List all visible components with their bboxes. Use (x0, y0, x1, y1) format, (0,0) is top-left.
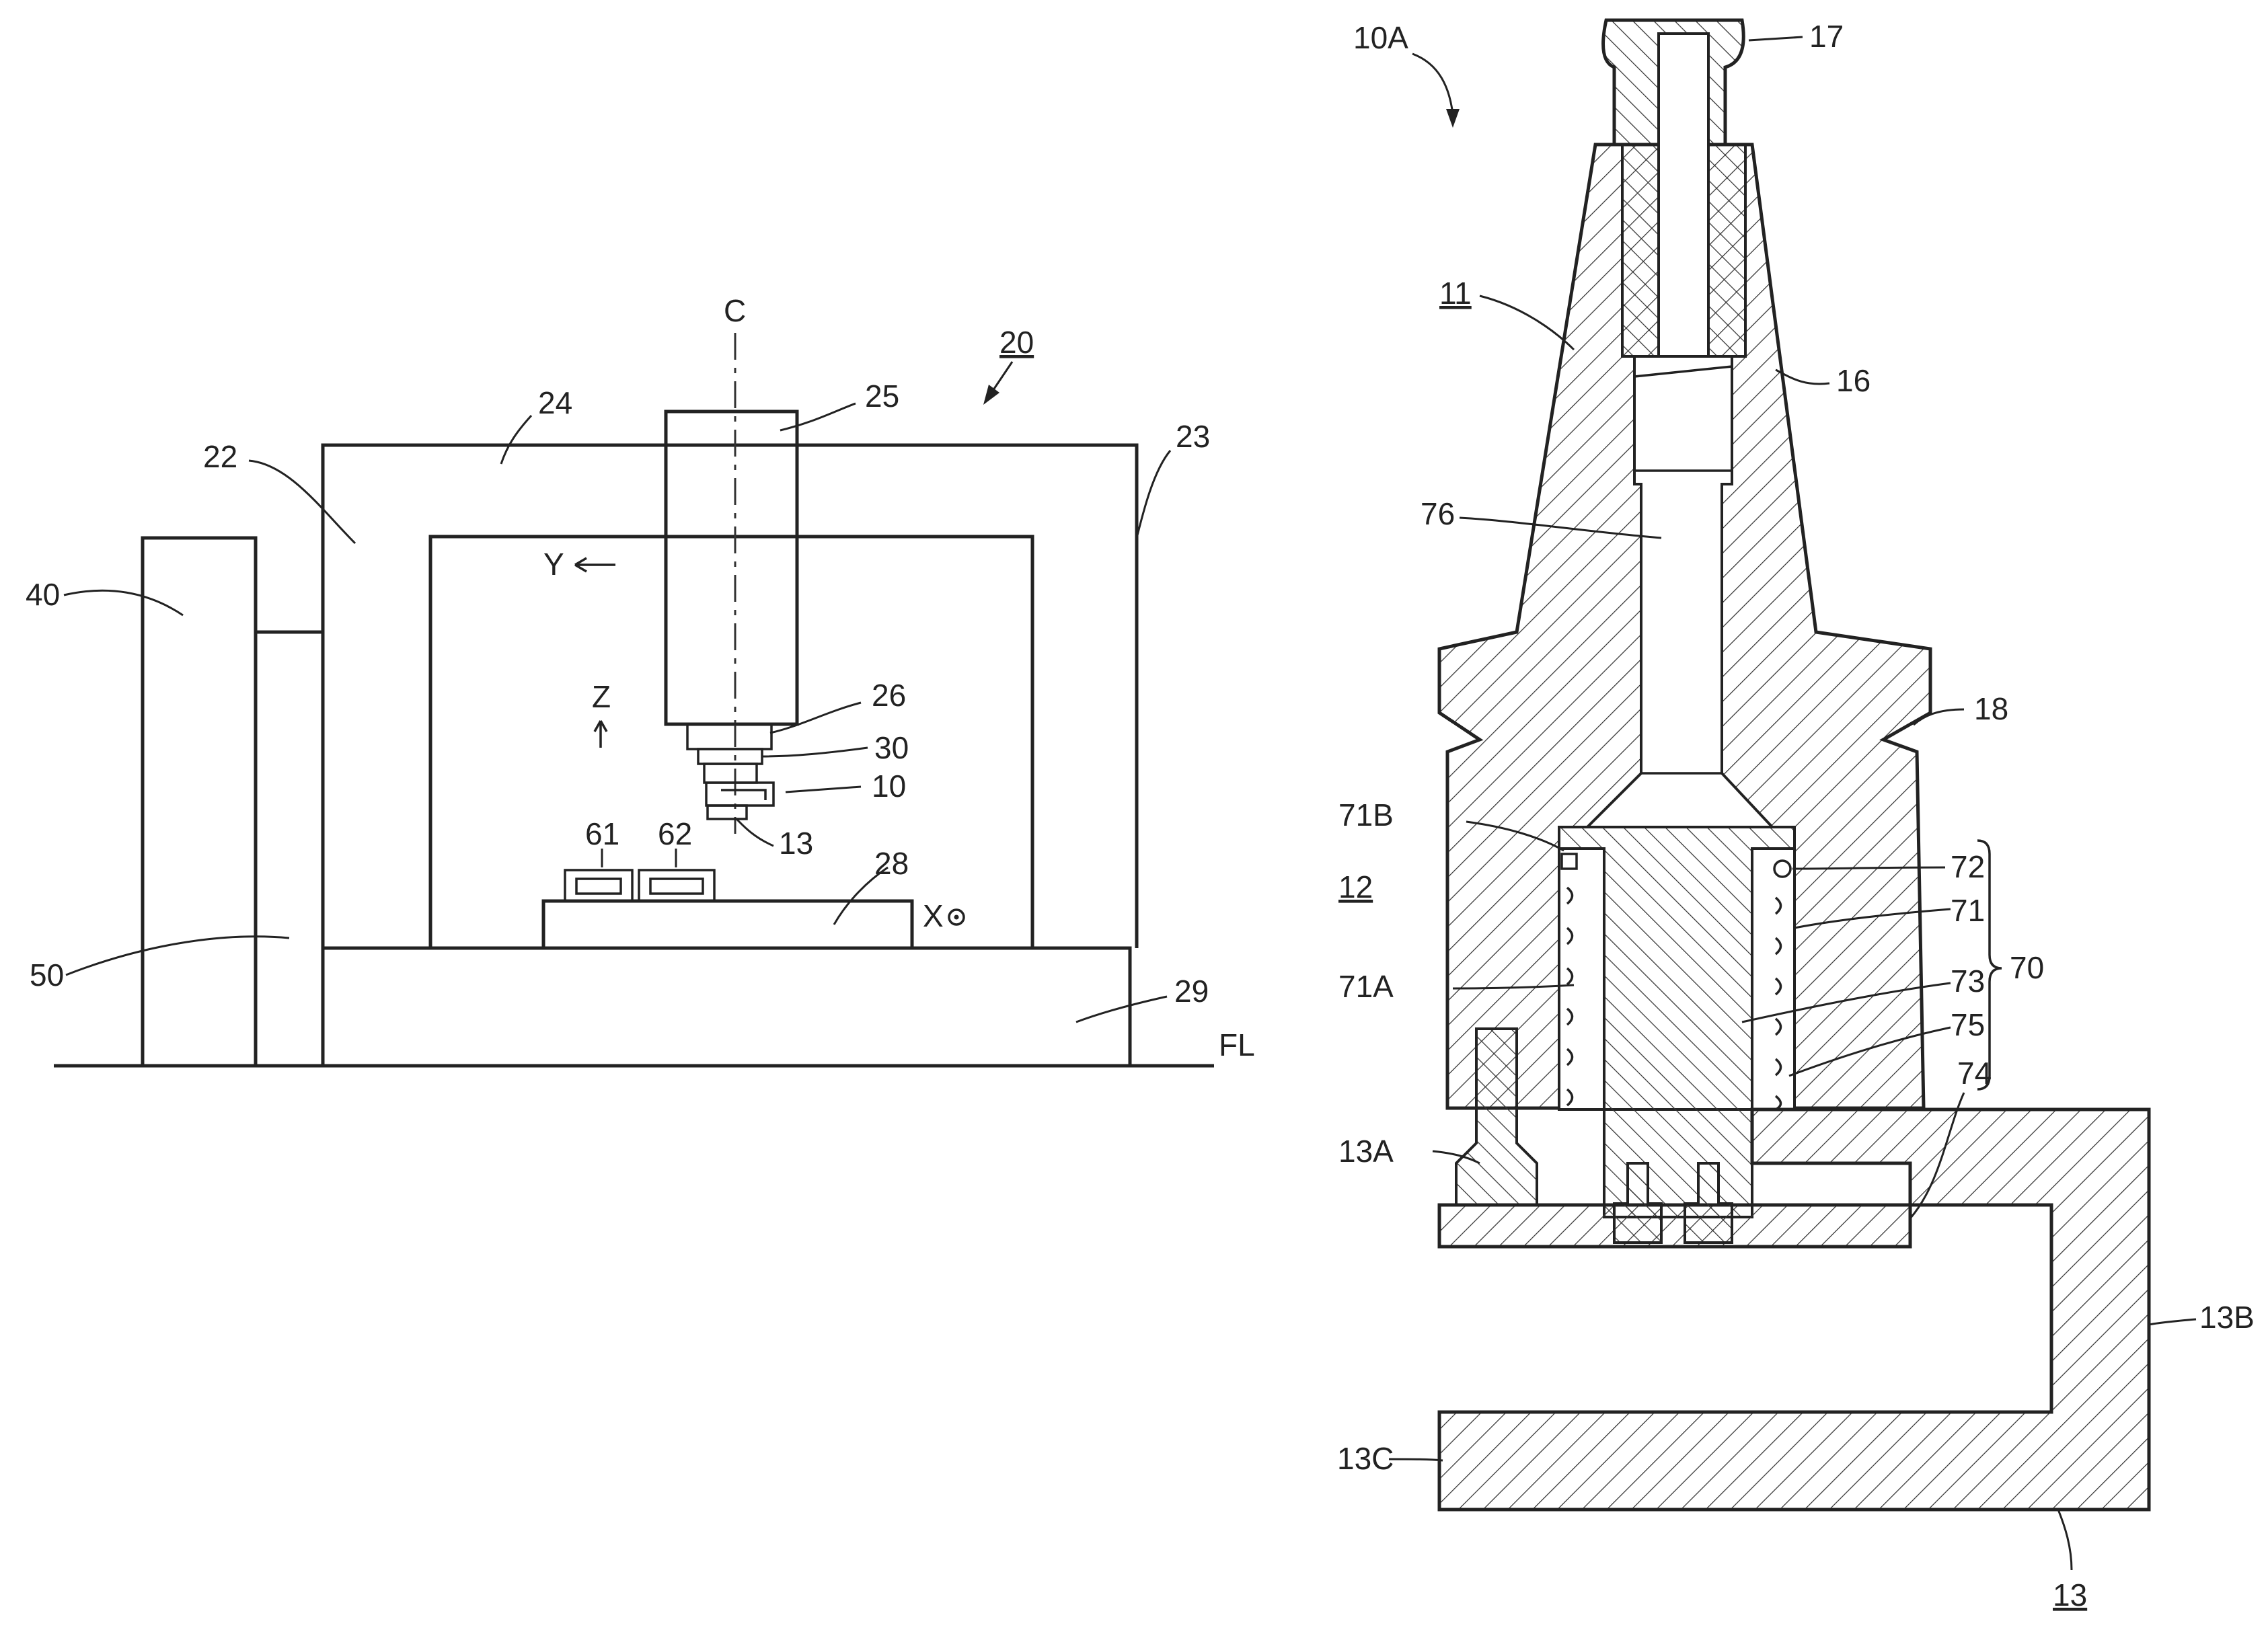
label-x: X (923, 898, 944, 933)
label-12: 12 (1338, 869, 1373, 904)
leader-23 (1137, 451, 1170, 538)
tool-62-inner (650, 879, 703, 894)
label-62: 62 (658, 816, 692, 851)
label-26: 26 (872, 678, 906, 713)
holder-30-b (704, 764, 757, 783)
tool-61 (565, 870, 632, 901)
x-axis-dot (954, 915, 959, 920)
leader-11 (1480, 296, 1574, 350)
table-28 (543, 901, 912, 948)
label-30: 30 (874, 730, 909, 765)
label-73: 73 (1951, 964, 1985, 999)
label-10: 10 (872, 769, 906, 804)
leader-25 (780, 403, 856, 430)
label-fl: FL (1219, 1027, 1255, 1062)
leader-10a (1412, 54, 1453, 114)
label-25: 25 (865, 379, 899, 414)
label-24: 24 (538, 385, 572, 420)
tool-13-small (708, 806, 747, 819)
label-50: 50 (30, 958, 64, 992)
label-75: 75 (1951, 1007, 1985, 1042)
arrow-10a (1446, 109, 1460, 128)
label-71a: 71A (1338, 969, 1394, 1004)
label-29: 29 (1174, 974, 1209, 1009)
label-22: 22 (203, 439, 237, 474)
label-71: 71 (1951, 893, 1985, 928)
label-18: 18 (1974, 691, 2008, 726)
leader-13b (2149, 1319, 2196, 1325)
label-72: 72 (1951, 849, 1985, 884)
leader-13-left (736, 819, 773, 846)
label-20: 20 (999, 325, 1034, 360)
label-13-left: 13 (779, 826, 813, 861)
leader-10 (786, 787, 861, 792)
holder-30 (698, 749, 762, 764)
leader-17 (1749, 37, 1803, 40)
spindle-26 (687, 724, 771, 749)
gantry-frame (323, 445, 1137, 948)
spindle-head-25 (666, 412, 797, 724)
leader-13 (2058, 1510, 2072, 1570)
label-13b: 13B (2199, 1300, 2255, 1335)
label-76: 76 (1421, 496, 1455, 531)
label-23: 23 (1176, 419, 1210, 454)
tool-holder-section: 10A 17 11 16 76 18 71B 12 72 71 70 71A 7… (1337, 19, 2255, 1612)
label-13a: 13A (1338, 1134, 1394, 1169)
label-11: 11 (1439, 276, 1472, 311)
leader-24 (501, 416, 531, 464)
label-13: 13 (2053, 1577, 2087, 1612)
leader-30 (762, 748, 868, 756)
label-71b: 71B (1338, 797, 1394, 832)
arrow-20 (983, 385, 999, 405)
arm-13 (1439, 1109, 2149, 1510)
leader-22 (249, 461, 355, 543)
part-50 (256, 632, 323, 1066)
label-74: 74 (1957, 1056, 1992, 1091)
label-13c: 13C (1337, 1441, 1394, 1476)
label-y: Y (543, 547, 564, 582)
leader-26 (770, 703, 861, 733)
central-bore (1659, 34, 1708, 356)
label-z: Z (592, 679, 611, 714)
leader-13c (1389, 1459, 1443, 1460)
machine-tool-diagram: C 20 22 23 24 25 26 30 10 13 28 29 40 50… (26, 293, 1255, 1066)
tool-10 (706, 783, 773, 806)
base-29 (323, 948, 1130, 1066)
y-axis-arrow (575, 558, 615, 572)
label-61: 61 (585, 816, 619, 851)
base-plate (1439, 1205, 1910, 1247)
label-16: 16 (1836, 363, 1870, 398)
label-c: C (724, 293, 746, 328)
label-70: 70 (2010, 950, 2044, 985)
leader-40 (64, 590, 183, 615)
label-40: 40 (26, 577, 60, 612)
label-28: 28 (874, 846, 909, 881)
leader-72 (1792, 867, 1945, 869)
tool-61-inner (576, 879, 621, 894)
leader-29 (1076, 997, 1167, 1022)
column-40 (143, 538, 256, 1066)
label-17: 17 (1809, 19, 1844, 54)
label-10a: 10A (1353, 20, 1408, 55)
z-axis-arrow (595, 721, 607, 748)
